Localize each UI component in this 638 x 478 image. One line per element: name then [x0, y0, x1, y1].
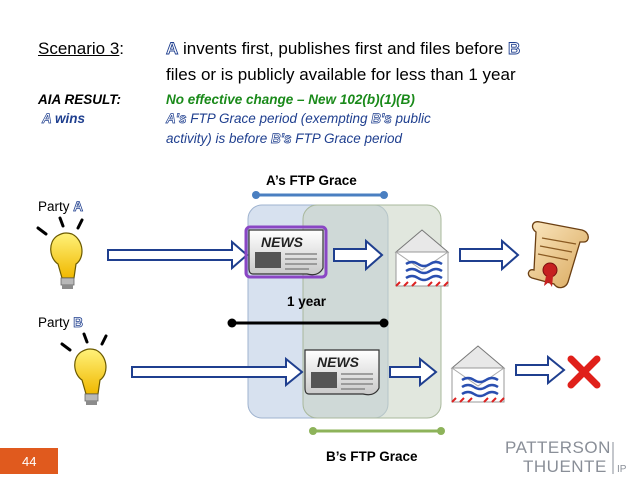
a-grace-bracket: [252, 191, 388, 199]
party-b-label: Party B: [38, 315, 83, 330]
grace-mid: FTP Grace period (exempting: [186, 111, 372, 126]
patterson-thuente-logo: PATTERSON THUENTE IP: [505, 438, 627, 476]
arrow-icon: [131, 356, 304, 388]
slide-number: 44: [22, 454, 36, 469]
newspaper-icon: NEWS: [244, 225, 328, 279]
logo-line-1: PATTERSON: [505, 438, 611, 457]
grace-line2-c: FTP Grace period: [291, 131, 403, 146]
grace-mid2: B's: [371, 111, 392, 127]
winner-line: A wins: [42, 111, 86, 127]
envelope-icon: [450, 345, 506, 403]
a-grace-label: A’s FTP Grace: [266, 173, 357, 188]
scenario-colon: :: [119, 39, 125, 58]
grace-line2-a: activity) is before: [166, 131, 272, 146]
scenario-line-1: A invents first, publishes first and fil…: [166, 39, 521, 59]
lightbulb-icon: [36, 216, 84, 289]
one-year-bracket: [227, 318, 389, 328]
arrow-icon: [459, 238, 520, 272]
grace-explanation-line-2: activity) is before B's FTP Grace period: [166, 131, 403, 147]
slide-number-badge: [0, 448, 58, 474]
scenario-line-1-text: invents first, publishes first and files…: [178, 39, 509, 58]
grace-line2-b: B's: [271, 131, 292, 147]
arrow-icon: [515, 354, 566, 386]
news-label-a: NEWS: [261, 234, 304, 250]
grace-prefix: A's: [166, 111, 187, 127]
lightbulb-icon: [60, 332, 108, 405]
aia-result-label: AIA RESULT:: [38, 92, 121, 107]
news-label-b: NEWS: [317, 354, 360, 370]
arrow-icon: [389, 356, 438, 388]
red-x-icon: [567, 355, 601, 389]
party-b-letter: B: [508, 39, 521, 59]
party-a-label: Party A: [38, 199, 83, 214]
logo-suffix: IP: [617, 464, 627, 475]
grace-explanation-line-1: A's FTP Grace period (exempting B's publ…: [166, 111, 431, 127]
scenario-label-row: Scenario 3:: [38, 39, 124, 59]
patent-scroll-icon: [527, 221, 589, 289]
arrow-icon: [107, 239, 249, 271]
b-grace-bracket: [309, 427, 445, 435]
party-a-letter: A: [166, 39, 179, 59]
winner-letter: A: [42, 111, 52, 127]
scenario-label: Scenario 3: [38, 39, 120, 58]
winner-text: wins: [51, 111, 86, 126]
envelope-icon: [394, 229, 450, 287]
grace-suffix: public: [391, 111, 431, 126]
arrow-icon: [333, 238, 384, 272]
logo-line-2: THUENTE: [523, 457, 607, 476]
scenario-line-2: files or is publicly available for less …: [166, 65, 516, 84]
one-year-label: 1 year: [287, 294, 327, 309]
aia-change-text: No effective change – New 102(b)(1)(B): [166, 92, 415, 107]
newspaper-icon: NEWS: [304, 349, 380, 396]
b-grace-label: B’s FTP Grace: [326, 449, 418, 464]
